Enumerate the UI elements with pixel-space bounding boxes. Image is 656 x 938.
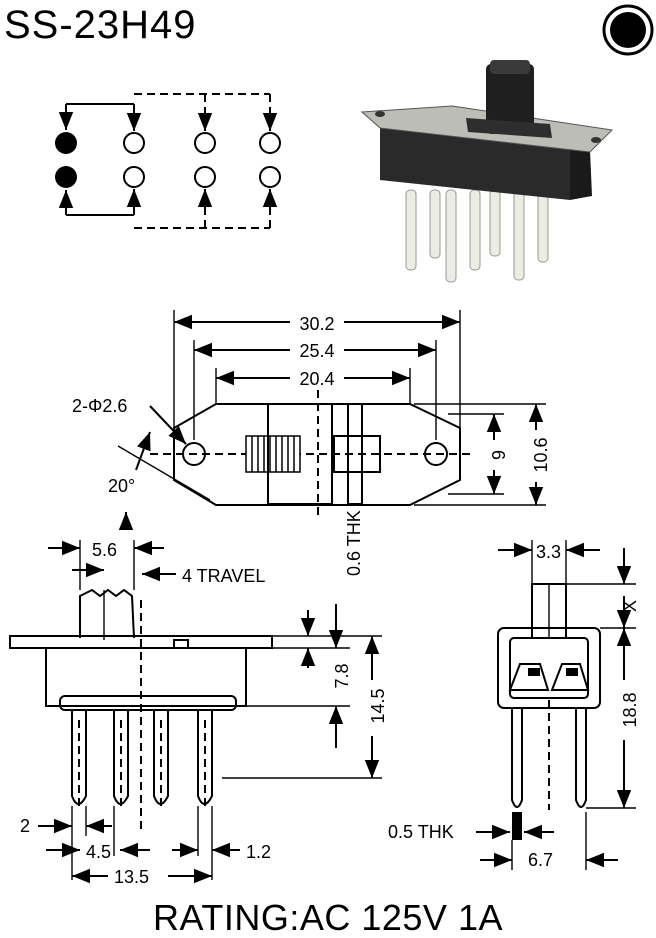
dim-travel: 4 TRAVEL — [182, 566, 265, 586]
dim-3-3: 3.3 — [536, 542, 561, 562]
dim-20-4: 20.4 — [299, 369, 334, 389]
schematic-diagram — [55, 93, 281, 229]
dim-1-2: 1.2 — [246, 842, 271, 862]
logo-letter: N — [616, 13, 639, 49]
note-thk-06: 0.6 THK — [344, 510, 364, 576]
side-view: 3.3 X 18.8 0.5 THK 6.7 — [388, 540, 640, 870]
rating-label: RATING:AC 125V 1A — [153, 897, 503, 938]
dim-25-4: 25.4 — [299, 341, 334, 361]
dim-thk-05: 0.5 THK — [388, 822, 454, 842]
page-title: SS-23H49 — [4, 3, 197, 47]
note-angle: 20° — [108, 476, 135, 496]
dim-5-6: 5.6 — [92, 540, 117, 560]
product-photo — [360, 60, 614, 283]
dim-2: 2 — [20, 816, 30, 836]
dim-10-6: 10.6 — [531, 437, 551, 472]
dim-13-5: 13.5 — [114, 867, 149, 887]
dim-x: X — [620, 600, 640, 612]
front-view: 5.6 4 TRAVEL 7.8 14.5 2 4.5 1.2 — [9, 540, 388, 887]
dim-7-8: 7.8 — [332, 663, 352, 688]
dim-14-5: 14.5 — [368, 688, 388, 723]
dim-6-7: 6.7 — [528, 850, 553, 870]
dim-4-5: 4.5 — [86, 842, 111, 862]
brand-logo: N — [602, 4, 654, 56]
dim-9: 9 — [489, 450, 509, 460]
dim-18-8: 18.8 — [620, 692, 640, 727]
top-view: 30.2 25.4 20.4 9 10.6 2-Φ2.6 20° 0.6 THK — [72, 310, 551, 576]
dim-30-2: 30.2 — [299, 314, 334, 334]
note-hole: 2-Φ2.6 — [72, 396, 127, 416]
